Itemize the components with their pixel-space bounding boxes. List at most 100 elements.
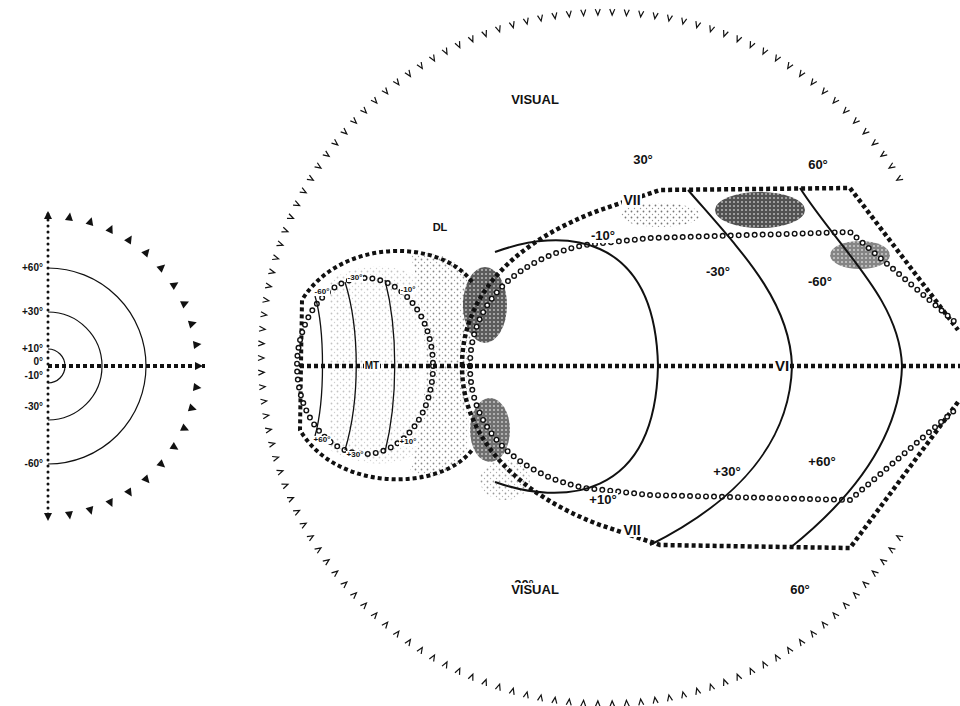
v-mark [581,10,586,16]
v-mark [889,163,895,168]
v-mark [455,41,460,47]
triangle-mark [141,474,149,483]
v-mark [332,139,338,145]
v-mark [776,655,781,661]
v-mark [287,214,293,219]
v-mark [881,560,887,566]
v-mark [624,700,629,706]
triangle-mark [65,511,73,519]
v-mark [258,370,264,375]
field-label: -30° [24,402,44,413]
v-mark [610,9,615,15]
v-mark [371,613,377,619]
triangle-mark [180,301,189,308]
v-mark [405,640,410,646]
v-mark [495,684,500,690]
v-mark [639,699,644,705]
v-mark [393,78,399,84]
v-mark [724,679,729,685]
v-mark [523,692,528,698]
v-mark [272,456,278,461]
field-label: -60° [24,459,44,470]
region-label: -60° [807,275,833,289]
v-mark [833,613,839,619]
triangle-mark [65,213,73,221]
v-mark [811,78,817,84]
triangle-mark [156,264,165,272]
v-mark [750,668,755,674]
triangle-mark [86,217,94,226]
region-label: +60° [313,436,332,444]
region-label: +10° [399,438,418,446]
region-label: -30° [705,265,731,279]
v-mark [323,560,329,566]
v-mark [417,62,422,68]
v-mark [844,603,850,609]
v-mark [360,107,366,113]
v-mark [332,571,338,577]
triangle-mark [141,249,149,258]
v-mark [897,175,903,180]
v-mark [300,188,306,193]
triangle-mark [188,321,197,329]
v-mark [495,25,500,31]
v-mark [265,283,271,288]
triangle-mark [193,383,201,391]
region-label: -60° [314,288,331,296]
region-label: +60° [807,455,836,469]
v-mark [889,548,895,553]
triangle-mark [193,341,201,349]
v-mark [393,631,399,637]
v-mark [259,385,265,390]
field-label: 0° [32,357,44,368]
region-label: VISUAL [510,583,560,597]
region-label: +10° [588,493,617,507]
v-mark [788,62,793,68]
v-mark [566,11,571,17]
v-mark [281,484,287,489]
v-mark [653,12,658,18]
v-mark [371,97,377,103]
v-mark [822,87,828,93]
v-mark [595,9,600,15]
v-mark [405,70,410,76]
v-mark [595,701,600,706]
field-label: +60° [21,263,44,274]
v-mark [307,175,313,180]
v-mark [265,428,271,433]
region-label: VII [622,193,641,208]
v-mark [307,536,313,541]
v-mark [482,679,487,685]
region-label: MT [364,361,380,372]
visual-field-key [48,214,205,518]
v-mark [281,227,287,232]
v-mark [872,139,878,145]
v-mark [566,699,571,705]
v-mark [509,688,514,694]
region-label: 30° [632,153,654,167]
v-mark [610,701,615,706]
v-mark [287,498,293,503]
v-mark [710,25,715,31]
v-mark [272,255,278,260]
v-mark [268,269,274,274]
v-mark [468,35,473,41]
v-mark [552,697,557,703]
v-mark [710,684,715,690]
v-mark [442,48,447,54]
v-mark [682,18,687,24]
v-mark [429,655,434,661]
triangle-mark [124,236,132,245]
v-mark [417,648,422,654]
v-mark [811,631,817,637]
triangle-mark [105,225,112,234]
v-mark [509,21,514,27]
region-label: 60° [789,583,811,597]
v-mark [382,87,388,93]
v-mark [323,151,329,157]
v-mark [763,48,768,54]
v-mark [872,571,878,577]
label-shading [330,192,890,500]
v-mark [315,163,321,168]
field-boundary [44,211,203,521]
